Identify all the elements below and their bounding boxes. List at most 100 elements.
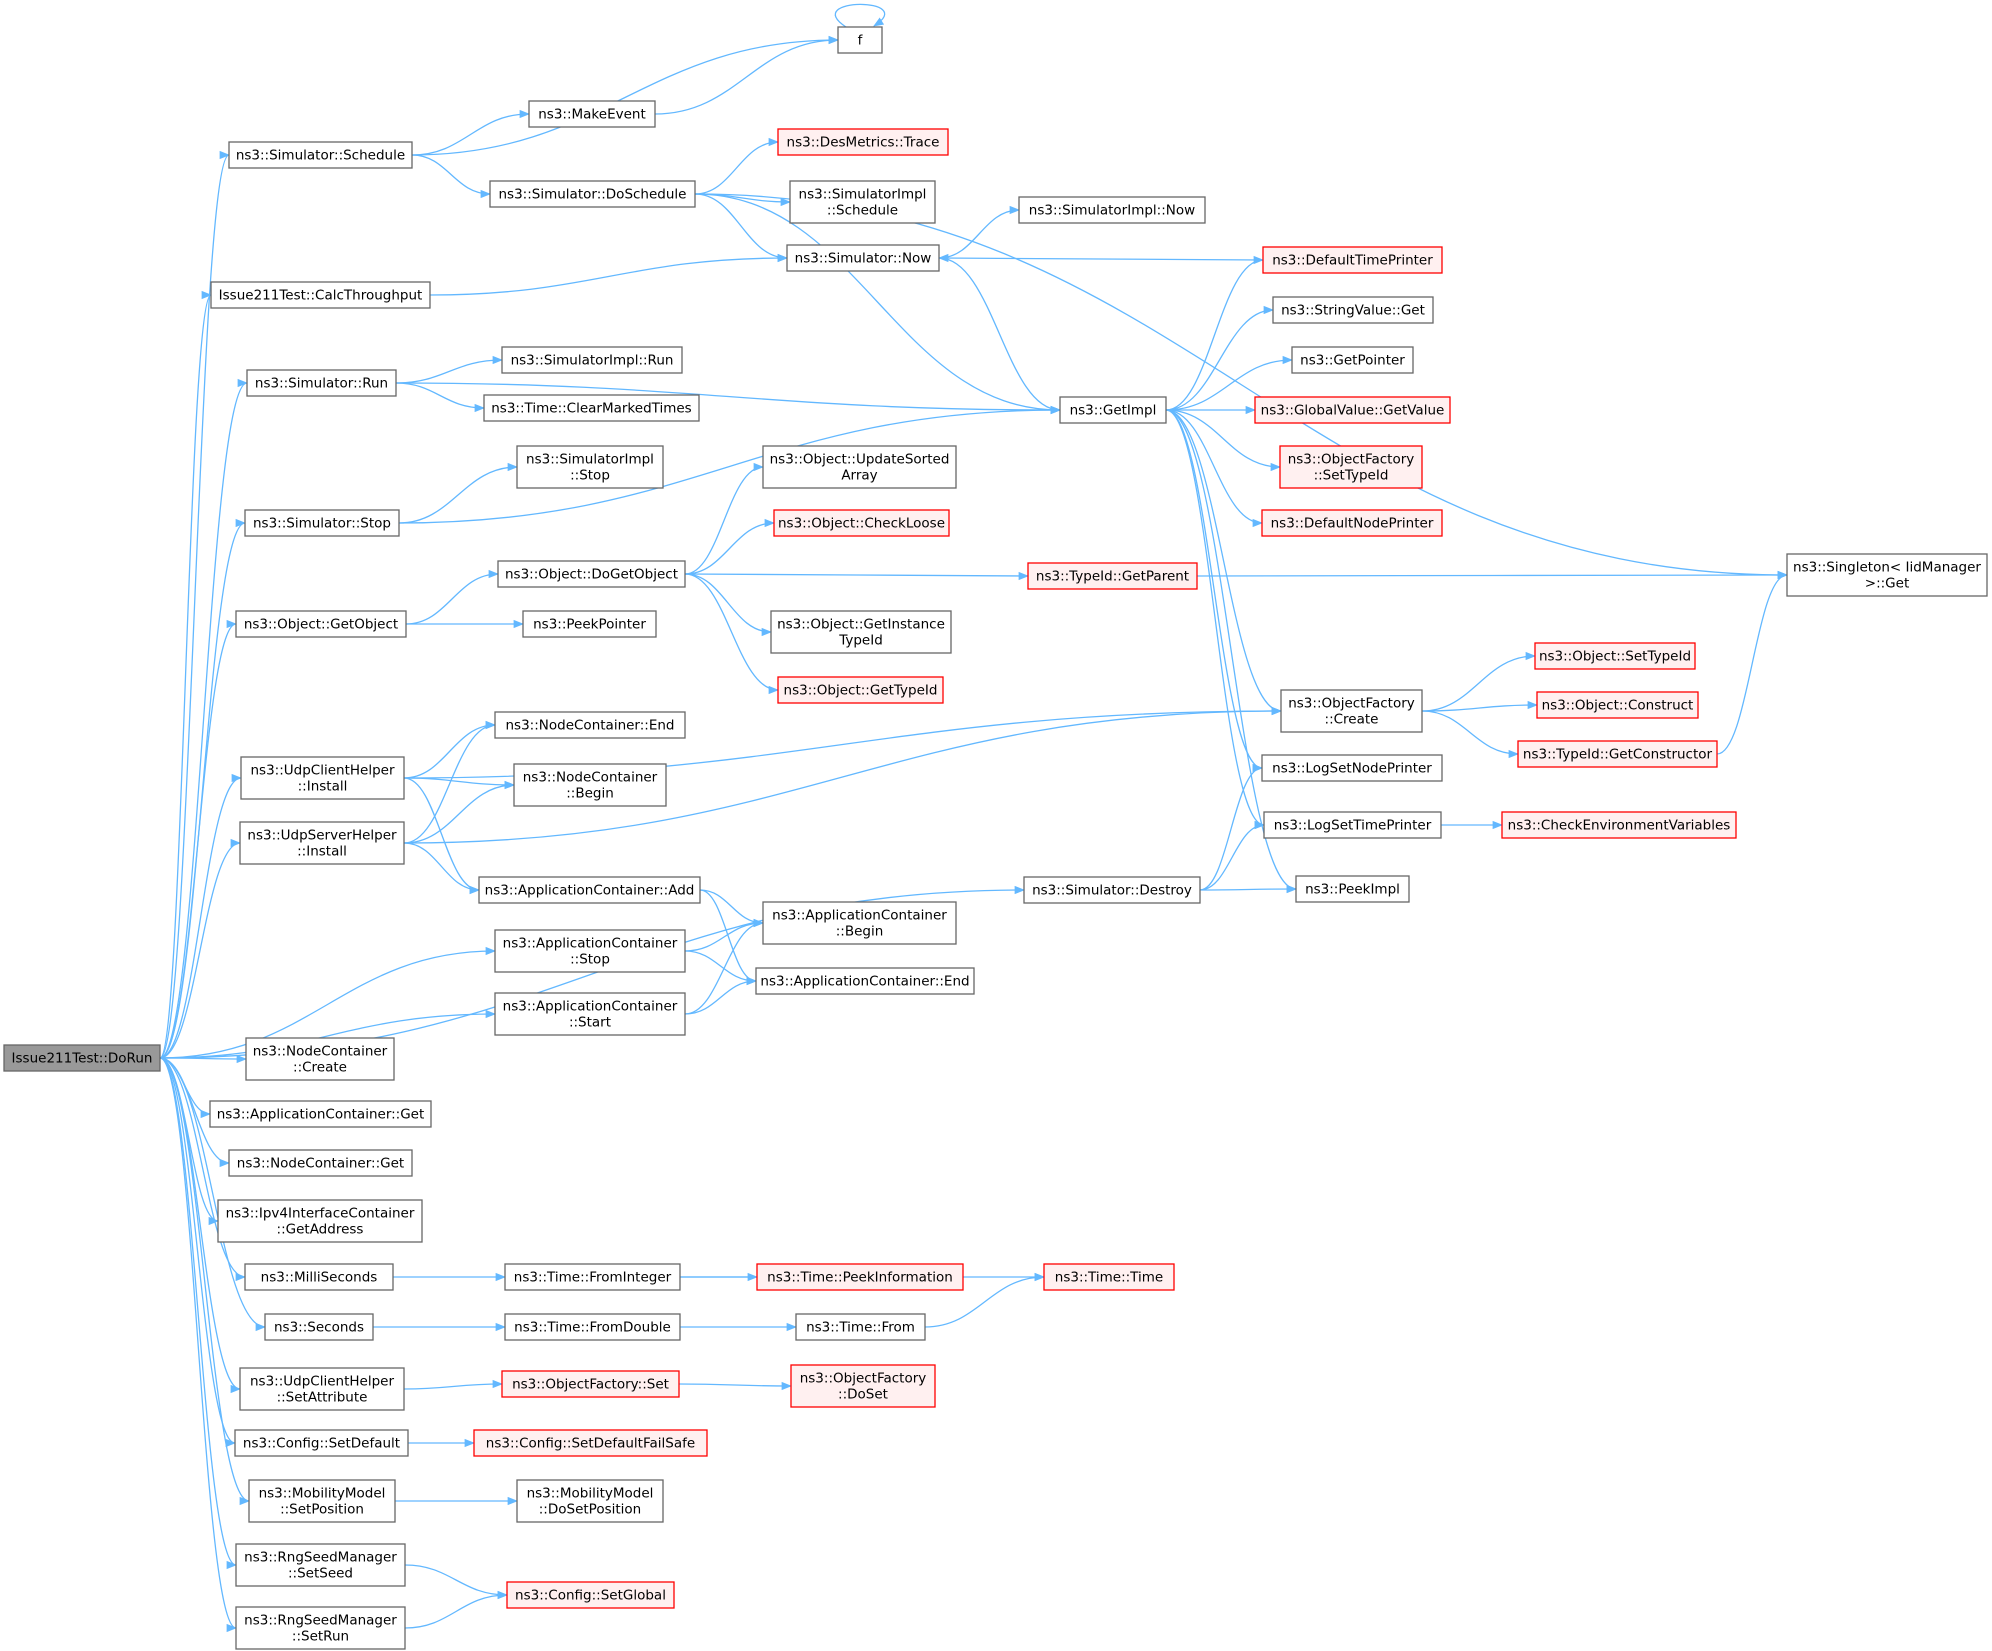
node-box: [795, 1313, 926, 1341]
node-implschedule[interactable]: ns3::SimulatorImpl::Schedule: [789, 180, 936, 224]
node-objsettypeid[interactable]: ns3::Object::SetTypeId: [1534, 642, 1696, 670]
node-logsetnodeprinter[interactable]: ns3::LogSetNodePrinter: [1261, 754, 1443, 782]
node-box: [1501, 811, 1737, 839]
node-simrun[interactable]: ns3::Simulator::Run: [246, 369, 397, 397]
node-label: ns3::Ipv4InterfaceContainer: [226, 1206, 415, 1222]
node-box: [239, 1367, 405, 1411]
edge-getobject-to-dogetobject: [405, 569, 500, 625]
node-setdefaultfailsafe[interactable]: ns3::Config::SetDefaultFailSafe: [473, 1429, 708, 1457]
node-setposition[interactable]: ns3::MobilityModel::SetPosition: [248, 1479, 396, 1523]
edge-schedule-to-f: [411, 35, 840, 156]
node-dorun[interactable]: Issue211Test::DoRun: [3, 1044, 161, 1072]
node-implstop[interactable]: ns3::SimulatorImpl::Stop: [516, 445, 664, 489]
node-label: ns3::ApplicationContainer: [503, 999, 678, 1015]
node-defnodeprinter[interactable]: ns3::DefaultNodePrinter: [1261, 509, 1443, 537]
node-checkloose[interactable]: ns3::Object::CheckLoose: [773, 509, 950, 537]
node-ofcreate[interactable]: ns3::ObjectFactory::Create: [1280, 689, 1423, 733]
node-timefrom[interactable]: ns3::Time::From: [795, 1313, 926, 1341]
node-udpserverinstall[interactable]: ns3::UdpServerHelper::Install: [239, 821, 405, 865]
node-label: ns3::Object::UpdateSorted: [770, 452, 950, 468]
node-setseed[interactable]: ns3::RngSeedManager::SetSeed: [235, 1543, 406, 1587]
node-udpclientinstall[interactable]: ns3::UdpClientHelper::Install: [240, 756, 405, 800]
node-acget[interactable]: ns3::ApplicationContainer::Get: [209, 1100, 432, 1128]
node-singletonget[interactable]: ns3::Singleton< IidManager >::Get: [1786, 553, 1988, 597]
node-construct[interactable]: ns3::Object::Construct: [1536, 691, 1699, 719]
node-calcthroughput[interactable]: Issue211Test::CalcThroughput: [210, 281, 431, 309]
node-getTypeId[interactable]: ns3::Object::GetTypeId: [777, 676, 944, 704]
edge-simdestroy-to-peekimpl: [1199, 884, 1298, 894]
node-getparent[interactable]: ns3::TypeId::GetParent: [1027, 562, 1198, 590]
node-acstart[interactable]: ns3::ApplicationContainer::Start: [494, 992, 686, 1036]
node-acstop[interactable]: ns3::ApplicationContainer::Stop: [494, 929, 686, 973]
node-label: ns3::Object::Construct: [1542, 698, 1694, 714]
node-peekinformation[interactable]: ns3::Time::PeekInformation: [756, 1263, 964, 1291]
node-ofsettypeid[interactable]: ns3::ObjectFactory::SetTypeId: [1279, 445, 1423, 489]
node-timetime[interactable]: ns3::Time::Time: [1043, 1263, 1175, 1291]
node-getconstructor[interactable]: ns3::TypeId::GetConstructor: [1517, 740, 1718, 768]
edge-acstart-to-acbegin: [684, 918, 765, 1015]
node-globalgetvalue[interactable]: ns3::GlobalValue::GetValue: [1254, 396, 1451, 424]
node-label: ::SetSeed: [288, 1566, 353, 1582]
edge-dorun-to-milliseconds: [159, 1057, 247, 1282]
node-simnow[interactable]: ns3::Simulator::Now: [786, 244, 940, 272]
edge-makeevent-to-f: [654, 35, 840, 115]
node-box: [1295, 875, 1410, 903]
node-nccreate[interactable]: ns3::NodeContainer::Create: [245, 1037, 395, 1081]
node-frominteger[interactable]: ns3::Time::FromInteger: [504, 1263, 681, 1291]
node-label: ::DoSetPosition: [539, 1502, 641, 1518]
node-ofset[interactable]: ns3::ObjectFactory::Set: [501, 1370, 680, 1398]
node-implnow[interactable]: ns3::SimulatorImpl::Now: [1018, 196, 1206, 224]
node-getimpl[interactable]: ns3::GetImpl: [1059, 396, 1167, 424]
node-logsettimeprinter[interactable]: ns3::LogSetTimePrinter: [1263, 811, 1442, 839]
node-deftimeprinter[interactable]: ns3::DefaultTimePrinter: [1262, 246, 1443, 274]
node-setdefault[interactable]: ns3::Config::SetDefault: [234, 1429, 409, 1457]
node-peekimpl[interactable]: ns3::PeekImpl: [1295, 875, 1410, 903]
edge-udpclientinstall-to-ncend: [403, 720, 497, 779]
node-simdestroy[interactable]: ns3::Simulator::Destroy: [1023, 876, 1201, 904]
node-setglobal[interactable]: ns3::Config::SetGlobal: [506, 1581, 675, 1609]
node-makeevent[interactable]: ns3::MakeEvent: [528, 100, 656, 128]
node-schedule[interactable]: ns3::Simulator::Schedule: [228, 141, 413, 169]
node-simstop[interactable]: ns3::Simulator::Stop: [244, 509, 400, 537]
node-label: ns3::Time::PeekInformation: [767, 1270, 953, 1286]
node-setrun[interactable]: ns3::RngSeedManager::SetRun: [235, 1606, 406, 1650]
node-acadd[interactable]: ns3::ApplicationContainer::Add: [478, 876, 701, 904]
node-acend[interactable]: ns3::ApplicationContainer::End: [755, 967, 975, 995]
node-doschedule[interactable]: ns3::Simulator::DoSchedule: [489, 180, 696, 208]
node-box: [1059, 396, 1167, 424]
node-stringget[interactable]: ns3::StringValue::Get: [1272, 296, 1434, 324]
node-ipv4getaddress[interactable]: ns3::Ipv4InterfaceContainer::GetAddress: [217, 1199, 423, 1243]
node-box: [1018, 196, 1206, 224]
node-desmetrics[interactable]: ns3::DesMetrics::Trace: [777, 128, 949, 156]
node-udpsetattribute[interactable]: ns3::UdpClientHelper::SetAttribute: [239, 1367, 405, 1411]
node-clearmarked[interactable]: ns3::Time::ClearMarkedTimes: [483, 394, 700, 422]
node-label: ns3::MilliSeconds: [261, 1270, 378, 1286]
node-box: [235, 1606, 406, 1650]
node-ncget[interactable]: ns3::NodeContainer::Get: [228, 1149, 413, 1177]
node-ncend[interactable]: ns3::NodeContainer::End: [494, 711, 686, 739]
edge-simnow-to-getimpl: [938, 257, 1062, 415]
node-getpointer[interactable]: ns3::GetPointer: [1291, 346, 1414, 374]
node-dogetobject[interactable]: ns3::Object::DoGetObject: [497, 560, 686, 588]
node-dosetposition[interactable]: ns3::MobilityModel::DoSetPosition: [516, 1479, 664, 1523]
node-f[interactable]: f: [837, 26, 883, 54]
node-label: ns3::RngSeedManager: [244, 1613, 397, 1629]
edge-udpsetattribute-to-ofset: [403, 1379, 504, 1390]
node-checkenv[interactable]: ns3::CheckEnvironmentVariables: [1501, 811, 1737, 839]
edge-setrun-to-setglobal: [404, 1590, 509, 1629]
node-fromdouble[interactable]: ns3::Time::FromDouble: [504, 1313, 681, 1341]
node-ofdoset[interactable]: ns3::ObjectFactory::DoSet: [790, 1364, 936, 1408]
node-peekpointer[interactable]: ns3::PeekPointer: [522, 610, 657, 638]
node-seconds[interactable]: ns3::Seconds: [264, 1313, 374, 1341]
node-ncbegin[interactable]: ns3::NodeContainer::Begin: [513, 763, 667, 807]
node-milliseconds[interactable]: ns3::MilliSeconds: [244, 1263, 394, 1291]
node-acbegin[interactable]: ns3::ApplicationContainer::Begin: [762, 901, 957, 945]
node-label: ns3::ApplicationContainer::End: [760, 974, 969, 990]
node-label: ns3::SimulatorImpl::Run: [511, 353, 674, 369]
node-box: [1272, 296, 1434, 324]
node-getobject[interactable]: ns3::Object::GetObject: [235, 610, 407, 638]
node-box: [528, 100, 656, 128]
node-implrun[interactable]: ns3::SimulatorImpl::Run: [501, 346, 683, 374]
